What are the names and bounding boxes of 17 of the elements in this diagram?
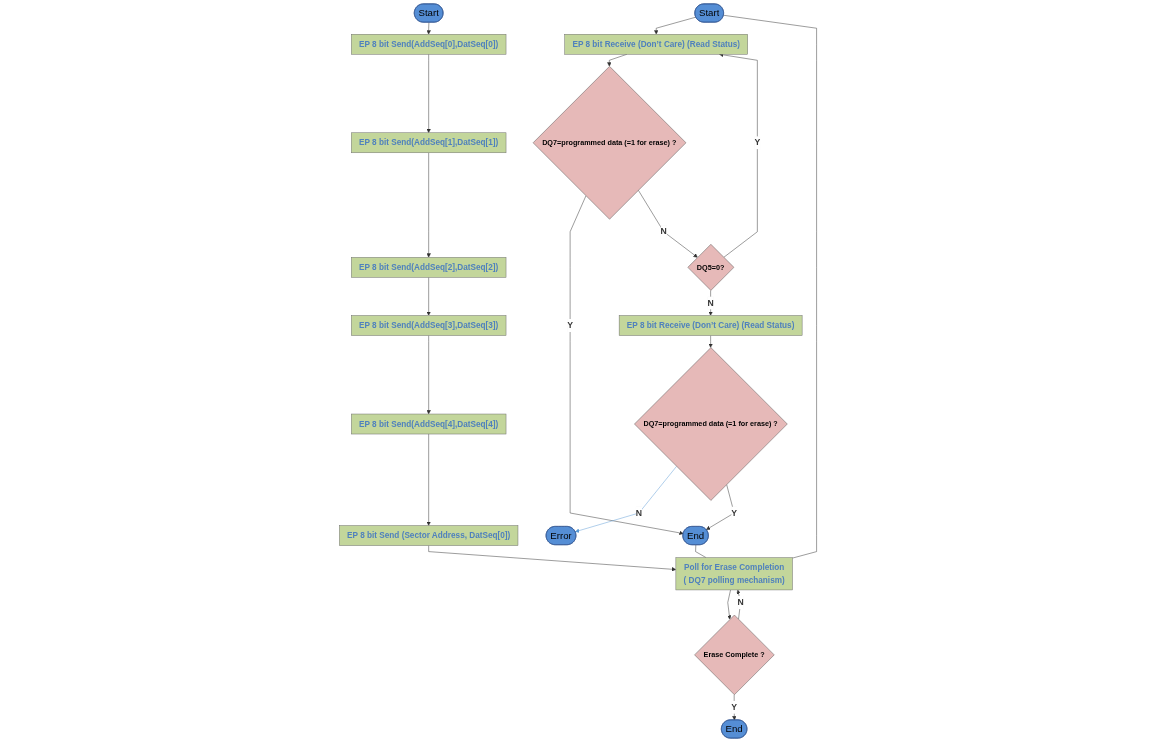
- node-box: EP 8 bit Send(AddSeq[1],DatSeq[1]): [351, 132, 507, 153]
- node-box: EP 8 bit Send(AddSeq[2],DatSeq[2]): [351, 257, 507, 278]
- edge-label: Y: [731, 702, 738, 712]
- edge-label: N: [660, 226, 667, 237]
- node-box: EP 8 bit Send(AddSeq[4],DatSeq[4]): [351, 413, 507, 435]
- node-box: Poll for Erase Completion ( DQ7 polling mechanism): [675, 557, 793, 591]
- node-box: EP 8 bit Send(AddSeq[0],DatSeq[0]): [351, 34, 507, 55]
- edge-label: Y: [567, 320, 574, 331]
- edge-label: N: [707, 297, 714, 308]
- edge-label: Y: [754, 137, 761, 148]
- edge-label: N: [635, 507, 643, 518]
- node-box: EP 8 bit Send(AddSeq[3],DatSeq[3]): [351, 315, 507, 336]
- node-box: EP 8 bit Receive (Don’t Care) (Read Status): [564, 34, 748, 55]
- node-box: EP 8 bit Send (Sector Address, DatSeq[0]): [339, 525, 519, 546]
- node-box: EP 8 bit Receive (Don’t Care) (Read Status): [618, 315, 803, 336]
- edge-label: N: [737, 597, 744, 608]
- edge-label: Y: [731, 507, 738, 518]
